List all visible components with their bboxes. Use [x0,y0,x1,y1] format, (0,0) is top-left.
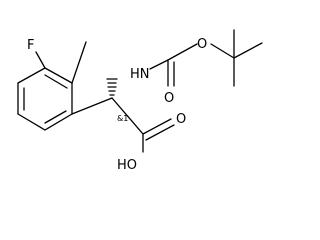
bond-ring-2 [17,67,46,84]
bond-fluorine [35,51,46,69]
bond-o-tbu [210,43,235,59]
bond-n-carbamate [149,59,169,70]
bond-tbu-methyl-right [233,42,263,59]
bond-acid-co-2 [145,124,175,141]
bond-ring-5 [44,113,73,131]
benzene-ring [17,67,73,131]
bond-methyl [71,41,87,84]
double-bond-inner-3 [44,110,67,124]
atom-fluorine: F [27,38,34,53]
bond-carbamate-o [167,43,198,61]
atom-ester-oxygen: O [197,37,207,52]
hashed-wedge-bond [106,78,118,96]
atom-acid-carbonyl-oxygen: O [176,112,186,127]
structure-canvas: F HN &1 O O O [17,29,263,173]
bond-acid-co-1 [142,118,172,135]
bond-ring-4 [17,113,46,131]
atom-carbonyl-oxygen-boc: O [164,91,174,106]
bond-chiral-acid [111,97,144,135]
atom-hydroxyl: HO [117,158,137,173]
stereo-label: &1 [117,114,128,123]
double-bond-inner-1 [44,74,68,89]
atom-nh: HN [130,67,150,82]
bond-ring-chiral [71,97,113,115]
bond-ring-1 [44,67,73,84]
molecule-drawing: F HN &1 O O O [17,29,263,173]
